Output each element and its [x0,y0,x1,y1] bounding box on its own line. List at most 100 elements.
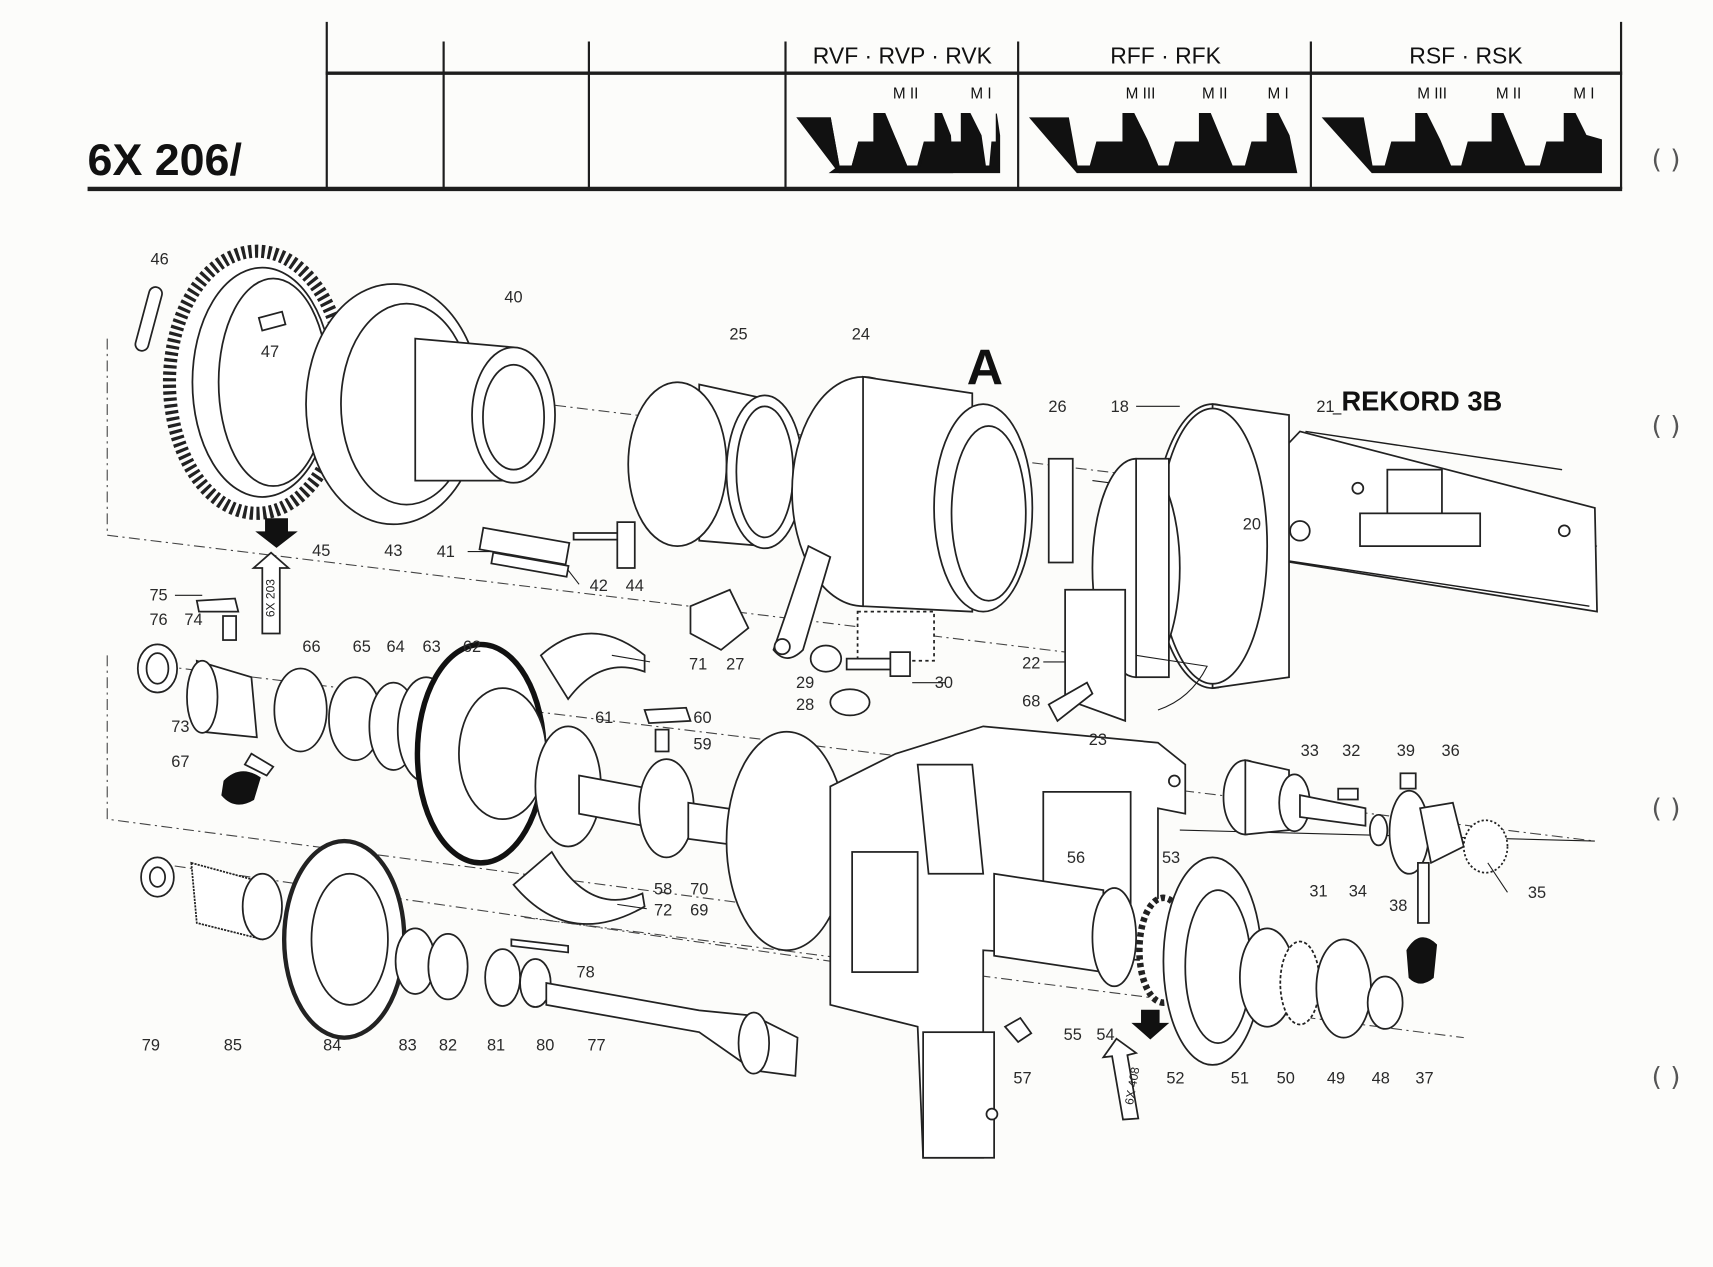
tooth-profile-icon [1321,113,1602,174]
callout-27: 27 [726,656,744,674]
part-77-spindle [545,981,799,1077]
callout-45: 45 [312,542,330,560]
part-28-bushing [829,688,871,717]
part-38-pin [1417,861,1430,924]
part-48-ring [1366,975,1404,1030]
part-23-screw [1047,681,1094,723]
callout-81: 81 [487,1037,505,1055]
header-table: 6X 206/ RVF · RVP · RVK RFF · RFK RSF · … [87,21,1623,192]
small-parts-upper [195,588,1094,723]
callout-40: 40 [504,289,522,307]
part-30-bolt [845,651,911,677]
callout-58: 58 [654,881,672,899]
part-69-flange [725,730,848,952]
callout-47: 47 [261,343,279,361]
arrow-down-icon [255,518,298,548]
part-37-knob [1406,937,1438,984]
callout-57: 57 [1013,1070,1031,1088]
ref-arrow-label: 6X 203 [263,579,277,617]
callout-65: 65 [353,638,371,656]
callout-56: 56 [1067,849,1085,867]
part-66-ring [273,667,328,753]
callout-85: 85 [224,1037,242,1055]
part-49-flange [1315,938,1372,1039]
part-54-ring [1091,887,1137,988]
callout-43: 43 [384,542,402,560]
callout-32: 32 [1342,742,1360,760]
part-27-block [689,588,750,651]
hole-mark: ( ) [1652,145,1681,175]
callout-52: 52 [1166,1070,1184,1088]
part-60-clip [643,706,692,724]
callout-51: 51 [1231,1070,1249,1088]
callout-75: 75 [149,587,167,605]
spindle-assembly-left [136,632,848,952]
leader-lines [174,405,1508,910]
part-29-nut [809,644,843,673]
part-26-ring [1047,457,1074,564]
callout-55: 55 [1064,1026,1082,1044]
tooth-label: M I [970,85,991,102]
part-44-pin [572,521,636,569]
part-39-plate [1399,772,1417,790]
part-46-key [134,286,163,352]
callout-38: 38 [1389,897,1407,915]
part-50-nut [1279,940,1321,1026]
tooth-label: M III [1126,85,1156,102]
callout-20: 20 [1243,516,1261,534]
part-35-knob [1462,819,1509,874]
callout-36: 36 [1442,742,1460,760]
part-56-shaft [993,872,1105,974]
callout-82: 82 [439,1037,457,1055]
part-81-ring [484,948,521,1007]
callout-73: 73 [171,718,189,736]
callout-67: 67 [171,753,189,771]
callout-83: 83 [398,1037,416,1055]
callout-29: 29 [796,674,814,692]
tooth-profile-icon [796,113,1001,174]
hole-mark: ( ) [1652,412,1681,442]
part-bushing-25 [627,381,804,550]
page-title: 6X 206/ [88,135,242,185]
view-label-a: A [967,339,1003,395]
tooth-profile-icon [1028,113,1298,174]
callout-41: 41 [437,543,455,561]
part-78-key [510,938,570,954]
spindle-assembly-bottom: 6X 408 [140,838,1404,1121]
callout-78: 78 [577,964,595,982]
part-flange-43 [305,283,636,578]
column-header-rvf: RVF · RVP · RVK [813,42,993,68]
callout-21: 21 [1316,398,1334,416]
column-header-rff: RFF · RFK [1110,42,1221,68]
callout-64: 64 [386,638,404,656]
tooth-label: M II [1496,85,1521,102]
tooth-label: M I [1573,85,1594,102]
callout-63: 63 [423,638,441,656]
callout-33: 33 [1301,742,1319,760]
ref-arrow-6x408 [1101,1037,1140,1121]
part-75-clip [195,597,240,613]
callout-46: 46 [151,250,169,268]
part-59-pin [654,728,670,753]
tooth-label: M II [1202,85,1227,102]
callout-31: 31 [1309,883,1327,901]
hole-mark: ( ) [1652,794,1681,824]
callout-71: 71 [689,656,707,674]
hole-mark: ( ) [1652,1063,1681,1093]
part-base-housing [1064,403,1598,723]
view-labels: A 21 REKORD 3B [967,339,1502,416]
part-74-pin [222,615,237,641]
callout-69: 69 [690,901,708,919]
tooth-label: M III [1417,85,1447,102]
callout-76: 76 [149,611,167,629]
callout-80: 80 [536,1037,554,1055]
callout-48: 48 [1372,1070,1390,1088]
callout-61: 61 [595,709,613,727]
part-housing-24 [772,375,1074,662]
part-58-ring [638,758,695,859]
callout-79: 79 [142,1037,160,1055]
callouts: 46 47 40 25 24 26 18 20 45 43 41 42 44 7… [142,250,1546,1087]
callout-18: 18 [1111,398,1129,416]
callout-39: 39 [1397,742,1415,760]
